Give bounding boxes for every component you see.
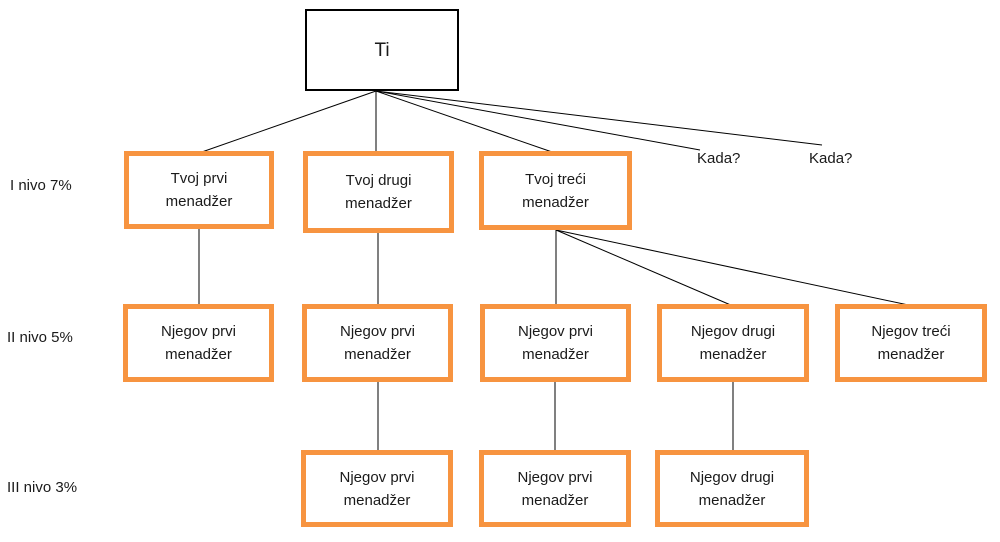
level2-node-3: Njegov prvi menadžer	[480, 304, 631, 382]
level1-node-3-label: Tvoj treći menadžer	[522, 170, 589, 211]
level2-node-4-label: Njegov drugi menadžer	[690, 323, 776, 363]
connector-root-l1-1	[198, 90, 377, 154]
level2-node-2: Njegov prvi menadžer	[302, 304, 453, 382]
level2-node-4: Njegov drugi menadžer	[657, 304, 809, 382]
connector-l1-3-l2-5	[555, 229, 914, 307]
level2-node-2-label: Njegov prvi menadžer	[339, 323, 416, 363]
level-2-label: II nivo 5%	[7, 329, 73, 346]
level1-node-3: Tvoj treći menadžer	[479, 151, 632, 230]
root-node: Ti	[305, 9, 459, 91]
future-manager-1: Kada?	[697, 150, 741, 167]
level2-node-5-label: Njegov treći menadžer	[871, 323, 951, 363]
connector-root-l1-3	[375, 90, 556, 154]
future-manager-2: Kada?	[809, 150, 853, 167]
level3-node-2: Njegov prvi menadžer	[479, 450, 631, 527]
connector-root-kada-2	[375, 90, 823, 146]
level1-node-1: Tvoj prvi menadžer	[124, 151, 274, 229]
level3-node-2-label: Njegov prvi menadžer	[517, 468, 593, 509]
level-3-label: III nivo 3%	[7, 479, 78, 496]
level3-node-1-label: Njegov prvi menadžer	[339, 468, 415, 509]
level3-node-3-label: Njegov drugi menadžer	[689, 468, 775, 509]
root-label: Ti	[374, 39, 390, 61]
connector-root-kada-1	[375, 90, 701, 151]
level3-node-1: Njegov prvi menadžer	[301, 450, 453, 527]
level3-node-3: Njegov drugi menadžer	[655, 450, 809, 527]
level2-node-1: Njegov prvi menadžer	[123, 304, 274, 382]
level2-node-3-label: Njegov prvi menadžer	[517, 323, 594, 363]
level-1-label: I nivo 7%	[10, 177, 72, 194]
level2-node-5: Njegov treći menadžer	[835, 304, 987, 382]
level2-node-1-label: Njegov prvi menadžer	[160, 323, 237, 363]
level1-node-2-label: Tvoj drugi menadžer	[345, 172, 412, 212]
level1-node-2: Tvoj drugi menadžer	[303, 151, 454, 233]
connector-l1-3-l2-4	[555, 229, 734, 307]
level1-node-1-label: Tvoj prvi menadžer	[165, 170, 233, 210]
